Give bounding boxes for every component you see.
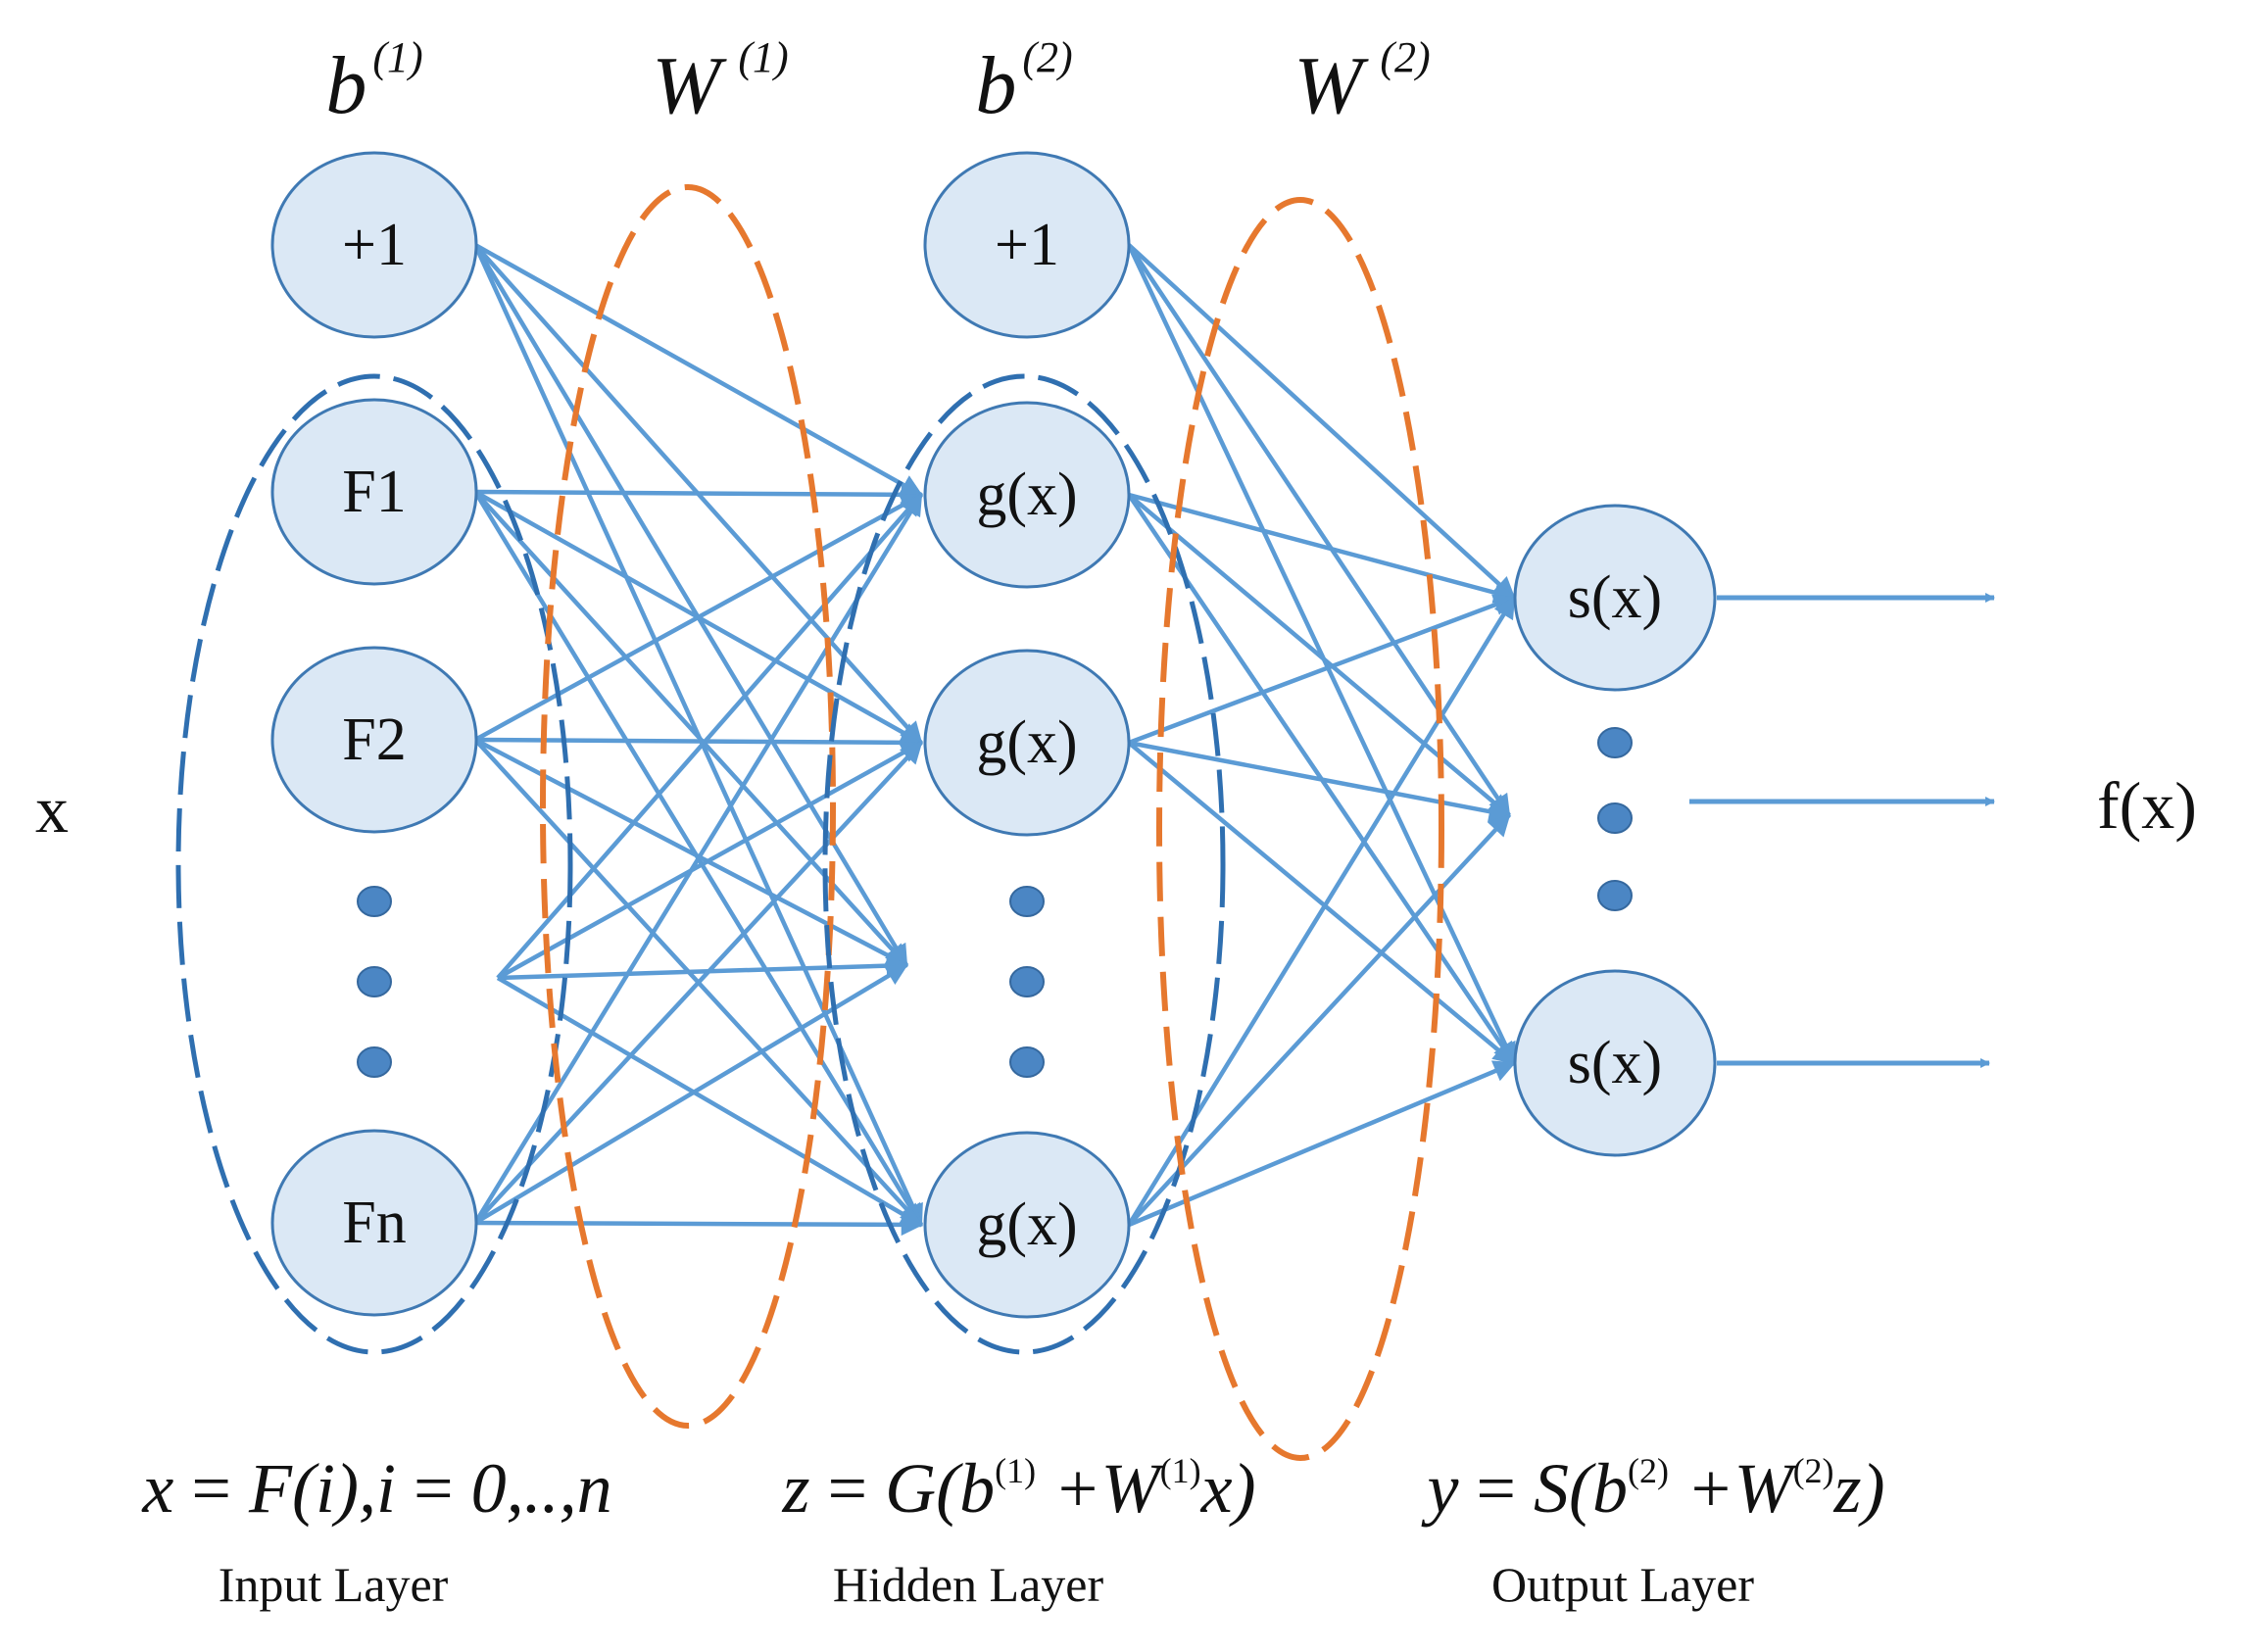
input-vector-label: x — [35, 772, 69, 847]
svg-text:s(x): s(x) — [1568, 564, 1662, 631]
svg-text:s(x): s(x) — [1568, 1030, 1662, 1096]
input-group-ellipse — [175, 373, 573, 1355]
w2-connection-4 — [1127, 493, 1511, 817]
output-node-2: s(x) — [1513, 969, 1717, 1157]
input-formula: x = F(i),i = 0,..,n — [142, 1449, 612, 1528]
hidden-layer-name: Hidden Layer — [832, 1557, 1104, 1612]
hidden-bias-node: +1 — [923, 151, 1131, 339]
input-node-f2: F2 — [270, 646, 478, 834]
hidden-ellipsis-dots — [1009, 886, 1045, 1078]
input-node-f1: F1 — [270, 398, 478, 586]
w1-connection-4 — [474, 483, 924, 507]
w1-connection-0 — [473, 243, 923, 497]
w1-label: W(1) — [652, 33, 788, 131]
svg-text:g(x): g(x) — [976, 462, 1077, 528]
w2-connection-7 — [1128, 740, 1512, 823]
w2-connection-10 — [1127, 813, 1511, 1227]
w1-connection-15 — [496, 976, 923, 1227]
w2-connection-2 — [1126, 244, 1517, 1066]
w2-connection-1 — [1127, 243, 1511, 817]
hidden-formula: z = G(b(1) +W(1)x) — [782, 1449, 1256, 1528]
w1-connection-6 — [473, 490, 908, 967]
svg-text:+1: +1 — [342, 212, 407, 278]
w1-connection-19 — [474, 1213, 924, 1237]
hidden-group-ellipse — [822, 373, 1226, 1355]
w1-connection-9 — [474, 731, 924, 754]
output-ellipsis-dots — [1597, 727, 1633, 911]
connection-lines — [472, 243, 1517, 1237]
input-layer-name: Input Layer — [218, 1557, 449, 1612]
w2-connection-11 — [1128, 1060, 1517, 1228]
w1-connection-14 — [497, 954, 909, 981]
svg-text:F1: F1 — [342, 459, 406, 525]
svg-text:Fn: Fn — [342, 1190, 406, 1256]
svg-text:g(x): g(x) — [976, 709, 1077, 776]
svg-text:+1: +1 — [995, 212, 1059, 278]
hidden-node-2: g(x) — [923, 649, 1131, 837]
output-formula: y = S(b(2) +W(2)z) — [1427, 1449, 1885, 1528]
hidden-node-n: g(x) — [923, 1131, 1131, 1319]
w1-connection-16 — [473, 493, 923, 1225]
input-ellipsis-dots — [357, 886, 392, 1078]
w1-connection-10 — [473, 738, 908, 967]
output-node-1: s(x) — [1513, 504, 1717, 692]
w2-group-ellipse — [1156, 197, 1444, 1461]
b1-label: b(1) — [325, 33, 422, 131]
w1-group-ellipse — [540, 184, 836, 1429]
input-node-fn: Fn — [270, 1129, 478, 1317]
w2-label: W(2) — [1293, 33, 1430, 131]
input-bias-node: +1 — [270, 151, 478, 339]
w2-connection-3 — [1128, 492, 1517, 604]
w2-connection-9 — [1127, 596, 1516, 1227]
w1-connection-8 — [473, 493, 923, 742]
w2-connection-8 — [1127, 741, 1516, 1065]
svg-text:F2: F2 — [342, 706, 406, 773]
w1-connection-13 — [496, 741, 923, 980]
output-function-label: f(x) — [2097, 768, 2197, 843]
w1-connection-2 — [473, 243, 908, 967]
w1-connection-17 — [473, 741, 923, 1225]
svg-text:g(x): g(x) — [976, 1191, 1077, 1258]
w2-connection-0 — [1127, 243, 1516, 600]
hidden-node-1: g(x) — [923, 401, 1131, 589]
b2-label: b(2) — [975, 33, 1072, 131]
output-layer-name: Output Layer — [1491, 1557, 1754, 1612]
w2-connection-6 — [1128, 594, 1517, 746]
